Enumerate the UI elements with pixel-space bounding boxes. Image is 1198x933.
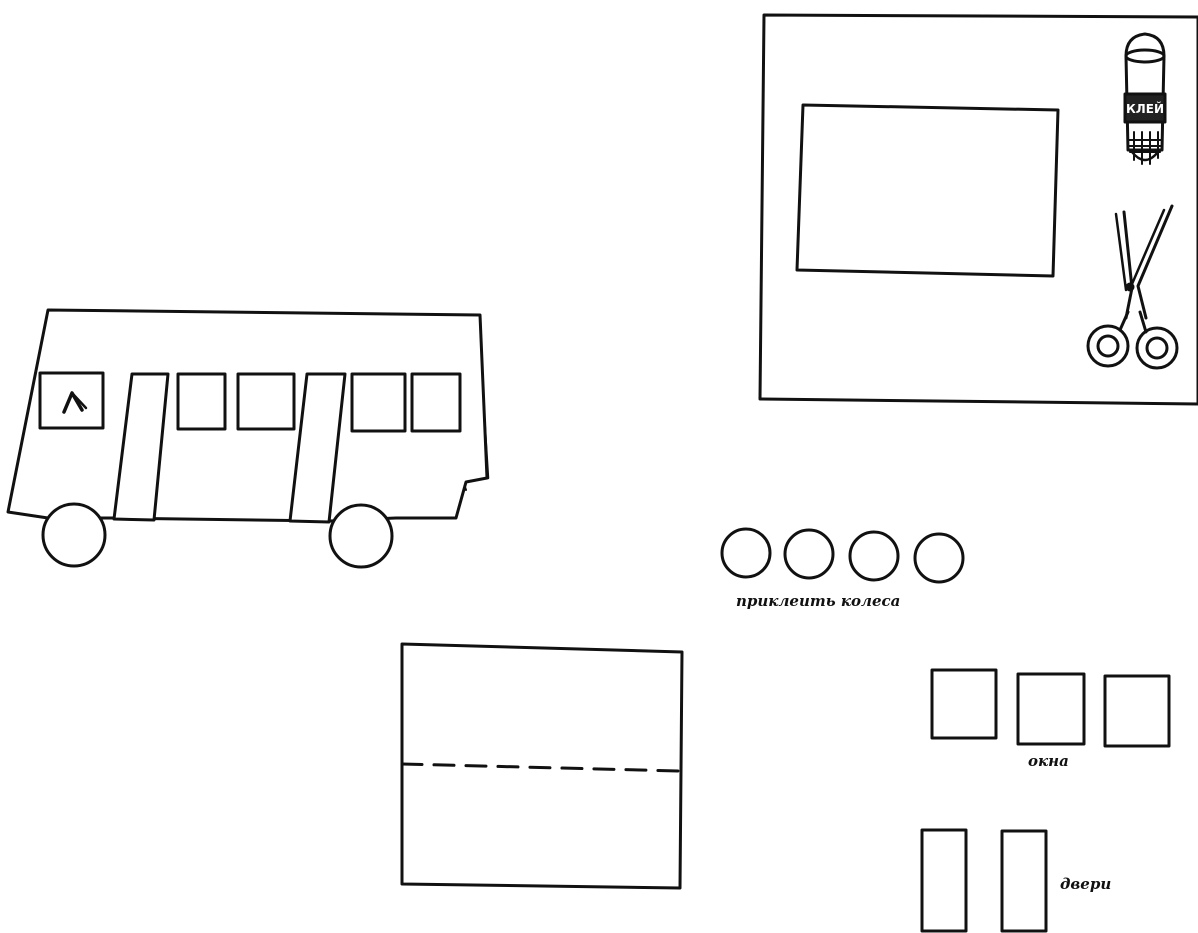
wheel-cutout [785, 530, 833, 578]
wheel-cutout [915, 534, 963, 582]
wheel-cutout [850, 532, 898, 580]
bus-window [412, 374, 460, 431]
door-cutouts [922, 830, 1046, 931]
doors-caption: двери [1060, 875, 1111, 893]
windows-caption: окна [1028, 752, 1069, 770]
window-cutout [1105, 676, 1169, 746]
bus-window [178, 374, 225, 429]
materials-panel: КЛЕЙ [760, 15, 1198, 404]
window-cutouts [932, 670, 1169, 746]
window-cutout [1018, 674, 1084, 744]
bus-wheel-front [43, 504, 105, 566]
glue-stick-icon: КЛЕЙ [1125, 34, 1165, 164]
door-cutout [922, 830, 966, 931]
glue-stick-label: КЛЕЙ [1126, 101, 1164, 116]
driver-window [40, 373, 103, 428]
paper-sheet [797, 105, 1058, 276]
wheel-cutout [722, 529, 770, 577]
wheel-cutouts [722, 529, 963, 582]
finished-bus-illustration [8, 310, 488, 567]
folded-paper [402, 644, 682, 888]
window-cutout [932, 670, 996, 738]
bus-wheel-rear [330, 505, 392, 567]
bus-window [238, 374, 294, 429]
wheels-caption: приклеить колеса [736, 592, 900, 610]
door-cutout [1002, 831, 1046, 931]
bus-window [352, 374, 405, 431]
